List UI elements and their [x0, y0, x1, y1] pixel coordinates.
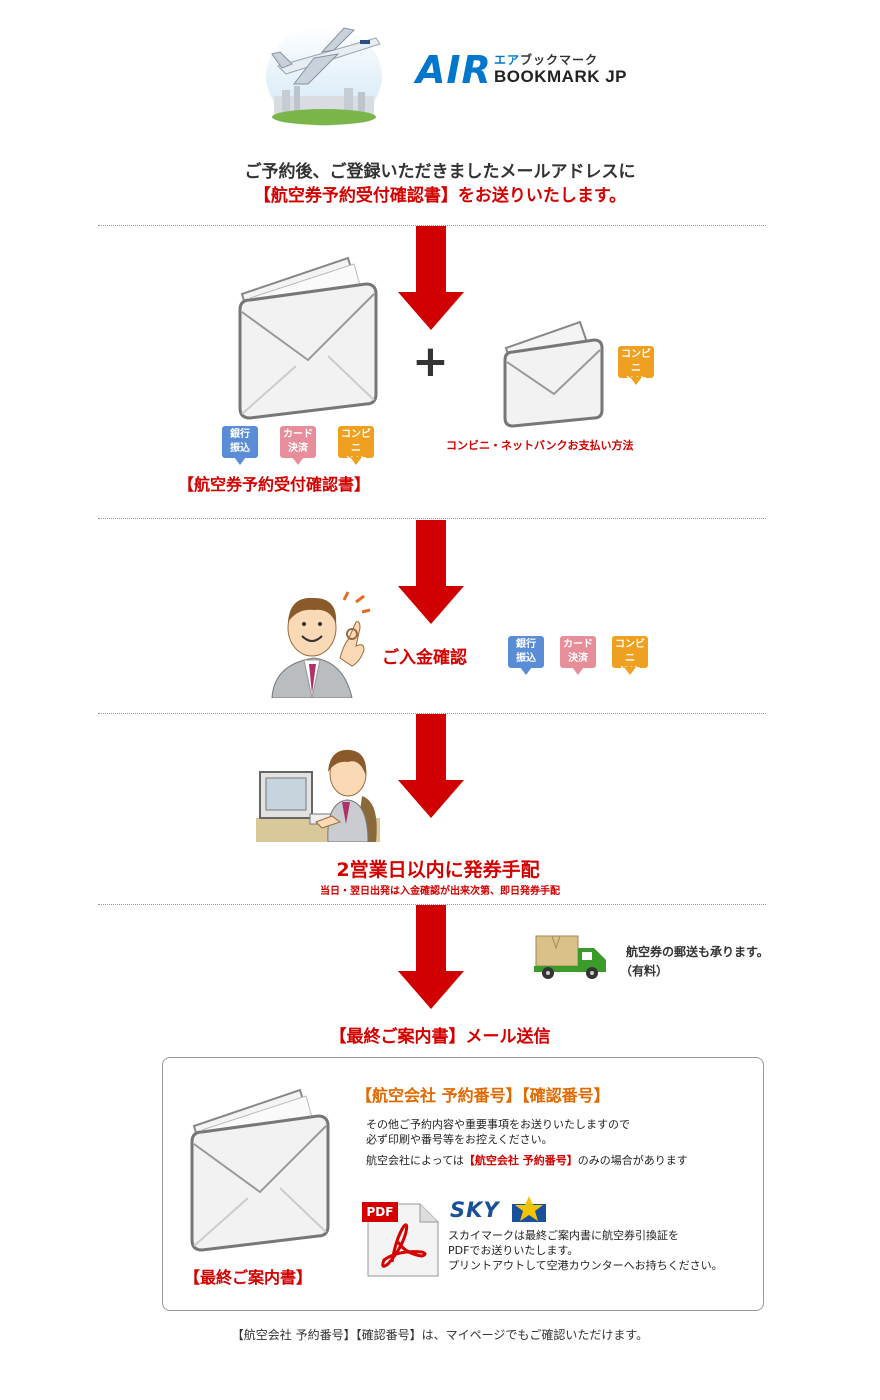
badge-box: コンビニ決済 — [338, 426, 374, 468]
final-p2-red: 【航空会社 予約番号】 — [463, 1154, 578, 1167]
badge-conveni-payment-1: コンビニ決済 — [618, 346, 654, 388]
logo-kana-text: エアブックマーク — [494, 51, 598, 68]
badge-tip — [292, 457, 304, 465]
operator-computer-icon — [256, 749, 380, 842]
badge-tip — [234, 457, 246, 465]
step3-title: 2営業日以内に発券手配 — [336, 859, 540, 881]
envelope-icon-final — [190, 1088, 330, 1252]
badge-text-top: コンビニ — [621, 349, 651, 374]
logo-kana-blue: エア — [494, 53, 521, 67]
delivery-truck-icon — [534, 935, 606, 979]
badge-bank-transfer-2: 銀行振込 — [508, 636, 544, 676]
final-p2-prefix: 航空会社によっては — [366, 1154, 464, 1167]
pdf-file-icon: PDF — [362, 1198, 442, 1278]
conveni-caption: コンビニ・ネットバンクお支払い方法 — [446, 439, 634, 452]
separator-4 — [98, 904, 766, 905]
final-p2-suffix: のみの場合があります — [577, 1154, 688, 1167]
airplane-logo-illustration — [264, 14, 384, 132]
envelope-icon-small — [503, 320, 604, 428]
badge-text-top: 銀行 — [230, 429, 250, 440]
logo-kana-rest: ブックマーク — [520, 53, 599, 67]
step1-doc-title: 【航空券予約受付確認書】 — [178, 475, 371, 494]
delivery-line1: 航空券の郵送も承ります。 — [626, 945, 769, 959]
final-doc-title: 【最終ご案内書】 — [184, 1268, 313, 1287]
badge-conveni-payment-3: コンビニ決済 — [612, 636, 648, 678]
final-p2: 航空会社によっては【航空会社 予約番号】のみの場合があります — [366, 1154, 688, 1168]
separator-2 — [98, 518, 766, 519]
badge-card-payment-1: カード決済 — [280, 426, 316, 466]
envelope-icon-large — [238, 256, 378, 420]
skymark-star-icon — [512, 1196, 546, 1222]
sky-line1: スカイマークは最終ご案内書に航空券引換証を — [448, 1229, 679, 1242]
sky-line2: PDFでお送りいたします。 — [448, 1244, 579, 1257]
payment-confirm-label: ご入金確認 — [382, 648, 467, 668]
sky-line3: プリントアウトして空港カウンターへお持ちください。 — [448, 1259, 723, 1272]
badge-tip — [572, 667, 584, 675]
badge-box: カード決済 — [560, 636, 596, 668]
logo-air-text: AIR — [416, 48, 492, 92]
skymark-logo: SKY — [450, 1196, 550, 1224]
final-p1-line2: 必ず印刷や番号等をお控えください。 — [366, 1133, 553, 1146]
badge-text-top: 銀行 — [516, 639, 536, 650]
separator-1 — [98, 225, 766, 226]
skymark-logo-text: SKY — [450, 1198, 500, 1222]
badge-tip — [630, 377, 642, 385]
footer-note: 【航空会社 予約番号】【確認番号】は、マイページでもご確認いただけます。 — [231, 1328, 649, 1342]
step3-note: 当日・翌日出発は入金確認が出来次第、即日発券手配 — [320, 886, 560, 897]
final-mail-title: 【最終ご案内書】メール送信 — [329, 1027, 551, 1047]
badge-box: 銀行振込 — [222, 426, 258, 458]
badge-text-top: コンビニ — [615, 639, 645, 664]
badge-tip — [624, 667, 636, 675]
badge-box: 銀行振込 — [508, 636, 544, 668]
logo-english-text: BOOKMARK JP — [494, 67, 628, 86]
badge-box: コンビニ決済 — [612, 636, 648, 678]
final-guide-box — [162, 1057, 764, 1311]
final-heading: 【航空会社 予約番号】【確認番号】 — [356, 1086, 610, 1105]
badge-text-bottom: 決済 — [568, 653, 588, 664]
intro-line2: 【航空券予約受付確認書】をお送りいたします。 — [253, 186, 627, 206]
badge-conveni-payment-2: コンビニ決済 — [338, 426, 374, 468]
badge-box: コンビニ決済 — [618, 346, 654, 388]
delivery-line2: （有料） — [620, 964, 669, 978]
badge-text-bottom: 振込 — [516, 653, 536, 664]
separator-3 — [98, 713, 766, 714]
final-p1-line1: その他ご予約内容や重要事項をお送りいたしますので — [366, 1118, 630, 1131]
badge-tip — [350, 457, 362, 465]
badge-text-top: カード — [563, 639, 593, 650]
badge-text-top: コンビニ — [341, 429, 371, 454]
pdf-label: PDF — [362, 1202, 398, 1222]
arrow-down-icon-4 — [398, 905, 464, 1009]
badge-card-payment-2: カード決済 — [560, 636, 596, 676]
arrow-down-icon-1 — [398, 226, 464, 330]
badge-text-bottom: 振込 — [230, 443, 250, 454]
badge-box: カード決済 — [280, 426, 316, 458]
badge-text-bottom: 決済 — [288, 443, 308, 454]
badge-bank-transfer-1: 銀行振込 — [222, 426, 258, 466]
badge-text-top: カード — [283, 429, 313, 440]
plus-sign: + — [412, 336, 449, 387]
intro-line1: ご予約後、ご登録いただきましたメールアドレスに — [244, 162, 636, 182]
badge-tip — [520, 667, 532, 675]
arrow-down-icon-2 — [398, 520, 464, 624]
businessman-ok-icon — [271, 591, 371, 698]
arrow-down-icon-3 — [398, 714, 464, 818]
